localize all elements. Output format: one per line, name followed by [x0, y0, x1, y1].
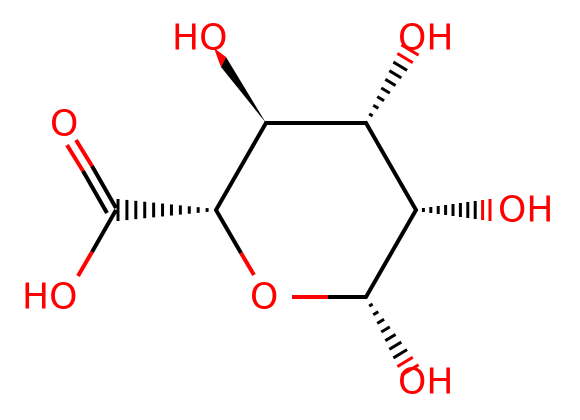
- bond-c2-c3: [214, 121, 268, 212]
- bond-c-o-double-2-red: [65, 143, 85, 173]
- hash-c4-stripe: [368, 112, 374, 118]
- bond-c4-c5: [364, 121, 418, 212]
- hash-c6-stripe: [384, 333, 397, 342]
- label-oh-right: OH: [498, 190, 553, 231]
- bond-c-o-double-1-red: [74, 138, 94, 168]
- bond-c-oh: [90, 209, 118, 253]
- bond-c2-ring-o: [214, 208, 243, 255]
- label-oh-top-right: OH: [398, 18, 453, 59]
- bond-c2-ring-o-red: [239, 251, 256, 277]
- label-ho-top-left: HO: [172, 18, 227, 59]
- wedge-c3-oh-red: [214, 48, 226, 67]
- hash-c4-stripe: [372, 103, 380, 110]
- bond-c-o-double-1: [90, 165, 118, 209]
- hash-c6-stripe: [380, 325, 391, 334]
- hash-c6-stripe: [388, 340, 403, 351]
- bond-c5-c6: [364, 208, 418, 299]
- hash-c4-stripe: [400, 43, 420, 57]
- hash-c4-stripe: [388, 69, 403, 80]
- hash-c4-oh: [364, 43, 420, 125]
- carboxyl-bonds: [65, 138, 118, 278]
- hash-c4-stripe: [396, 52, 414, 65]
- label-acid-ho: HO: [22, 277, 77, 318]
- label-ring-o: O: [250, 277, 278, 318]
- hash-c2-cooh: [116, 199, 218, 221]
- label-oh-bottom: OH: [398, 362, 453, 403]
- hash-c6-stripe: [396, 355, 414, 368]
- hash-c5-oh: [414, 199, 492, 221]
- hash-c6-stripe: [400, 363, 420, 377]
- hash-c4-stripe: [364, 121, 368, 125]
- hash-c6-stripe: [368, 302, 374, 308]
- label-carbonyl-o: O: [50, 104, 78, 145]
- hash-c6-stripe: [392, 348, 408, 360]
- ring-bonds: [214, 121, 418, 299]
- hash-c4-stripe: [392, 60, 408, 72]
- hash-c6-oh: [364, 295, 420, 377]
- bond-c-oh-red: [76, 250, 94, 278]
- bond-c-o-double-2: [81, 170, 109, 214]
- hash-c4-stripe: [380, 86, 391, 95]
- hash-c6-stripe: [372, 310, 380, 317]
- hash-c6-stripe: [364, 295, 368, 299]
- hash-c4-stripe: [384, 78, 397, 87]
- wedge-c3-oh: [221, 57, 266, 123]
- hash-c4-stripe: [376, 95, 385, 103]
- hash-c6-stripe: [376, 317, 385, 325]
